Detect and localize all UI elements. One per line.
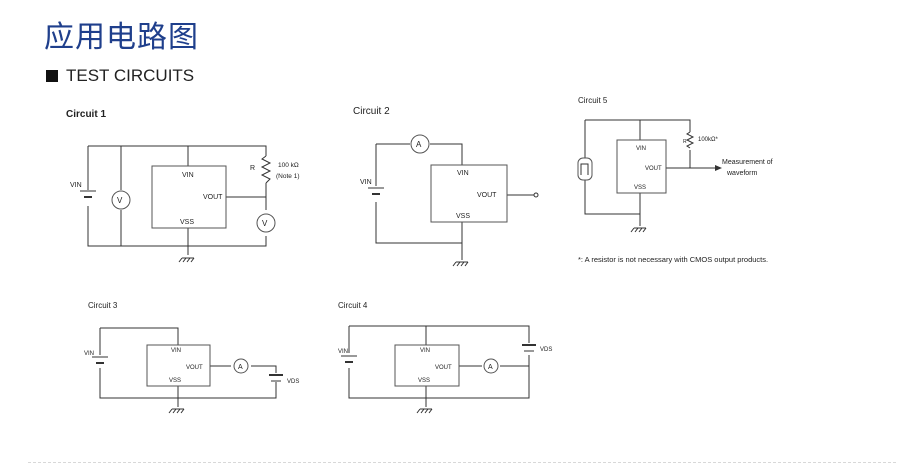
svg-text:VSS: VSS [634, 185, 646, 191]
svg-text:100kΩ*: 100kΩ* [698, 137, 718, 143]
svg-text:VIN: VIN [171, 348, 181, 354]
ground-icon [452, 261, 469, 267]
circuit-1-vin-label: VIN [70, 182, 82, 189]
circuit-3: Circuit 3 VIN VIN VOUT VSS A VDS [84, 301, 299, 414]
svg-text:VDS: VDS [287, 379, 299, 385]
resistor-icon [260, 155, 272, 184]
svg-text:Measurement of: Measurement of [722, 159, 773, 166]
ground-icon [416, 408, 433, 414]
circuit-2: Circuit 2 A VIN VIN VOUT VSS [353, 106, 539, 267]
terminal-icon [533, 192, 539, 198]
ammeter-icon [483, 358, 499, 374]
ic-box [146, 344, 211, 387]
svg-text:A: A [416, 140, 422, 149]
svg-text:VSS: VSS [180, 219, 194, 226]
svg-text:R: R [683, 139, 687, 145]
circuit-3-label: Circuit 3 [88, 301, 118, 310]
circuit-1: Circuit 1 VIN V V R 100 kΩ (Note 1) VIN … [66, 109, 299, 263]
circuit-4-label: Circuit 4 [338, 301, 368, 310]
svg-text:VOUT: VOUT [203, 194, 223, 201]
svg-text:VOUT: VOUT [186, 365, 203, 371]
svg-text:VIN: VIN [420, 348, 430, 354]
ic-box [616, 139, 667, 194]
svg-text:VSS: VSS [418, 378, 430, 384]
ground-icon [178, 257, 195, 263]
section-heading-text: TEST CIRCUITS [66, 66, 195, 85]
svg-text:VIN: VIN [182, 172, 194, 179]
circuit-2-label: Circuit 2 [353, 106, 390, 117]
divider [28, 462, 896, 463]
circuit-1-label: Circuit 1 [66, 109, 106, 120]
cmos-note: *: A resistor is not necessary with CMOS… [578, 255, 768, 264]
square-bullet-icon [46, 70, 58, 82]
svg-text:VIN: VIN [360, 179, 372, 186]
svg-text:V: V [262, 219, 268, 228]
circuit-4: Circuit 4 VIN VIN VOUT VSS A VDS [338, 301, 552, 414]
voltmeter-icon [256, 213, 276, 233]
page-title: 应用电路图 [44, 20, 199, 55]
svg-text:VDS: VDS [540, 347, 552, 353]
ic-box [151, 165, 227, 229]
circuit-5: Circuit 5 R 100kΩ* VIN VOUT VSS Measurem… [577, 96, 773, 264]
ammeter-icon [233, 358, 249, 374]
svg-text:A: A [238, 364, 243, 371]
svg-text:VOUT: VOUT [435, 365, 452, 371]
resistor-icon [685, 131, 695, 149]
svg-text:100 kΩ: 100 kΩ [278, 162, 299, 169]
svg-text:waveform: waveform [726, 170, 758, 177]
svg-text:VIN: VIN [636, 146, 646, 152]
voltmeter-icon [111, 190, 131, 210]
svg-text:VIN: VIN [338, 349, 348, 355]
svg-text:VOUT: VOUT [645, 166, 662, 172]
ground-icon [630, 227, 647, 233]
ground-icon [168, 408, 185, 414]
svg-text:V: V [117, 196, 123, 205]
svg-text:VIN: VIN [84, 351, 94, 357]
ic-box [394, 344, 460, 387]
svg-text:R: R [250, 165, 255, 172]
svg-text:VOUT: VOUT [477, 192, 497, 199]
svg-text:VIN: VIN [457, 170, 469, 177]
svg-text:VSS: VSS [456, 213, 470, 220]
ic-box [430, 164, 508, 223]
svg-text:A: A [488, 364, 493, 371]
svg-text:(Note 1): (Note 1) [276, 173, 299, 180]
svg-text:VSS: VSS [169, 378, 181, 384]
ammeter-icon [410, 134, 430, 154]
circuit-5-label: Circuit 5 [578, 96, 608, 105]
pulse-generator-icon [577, 157, 593, 181]
section-heading: TEST CIRCUITS [46, 66, 194, 86]
